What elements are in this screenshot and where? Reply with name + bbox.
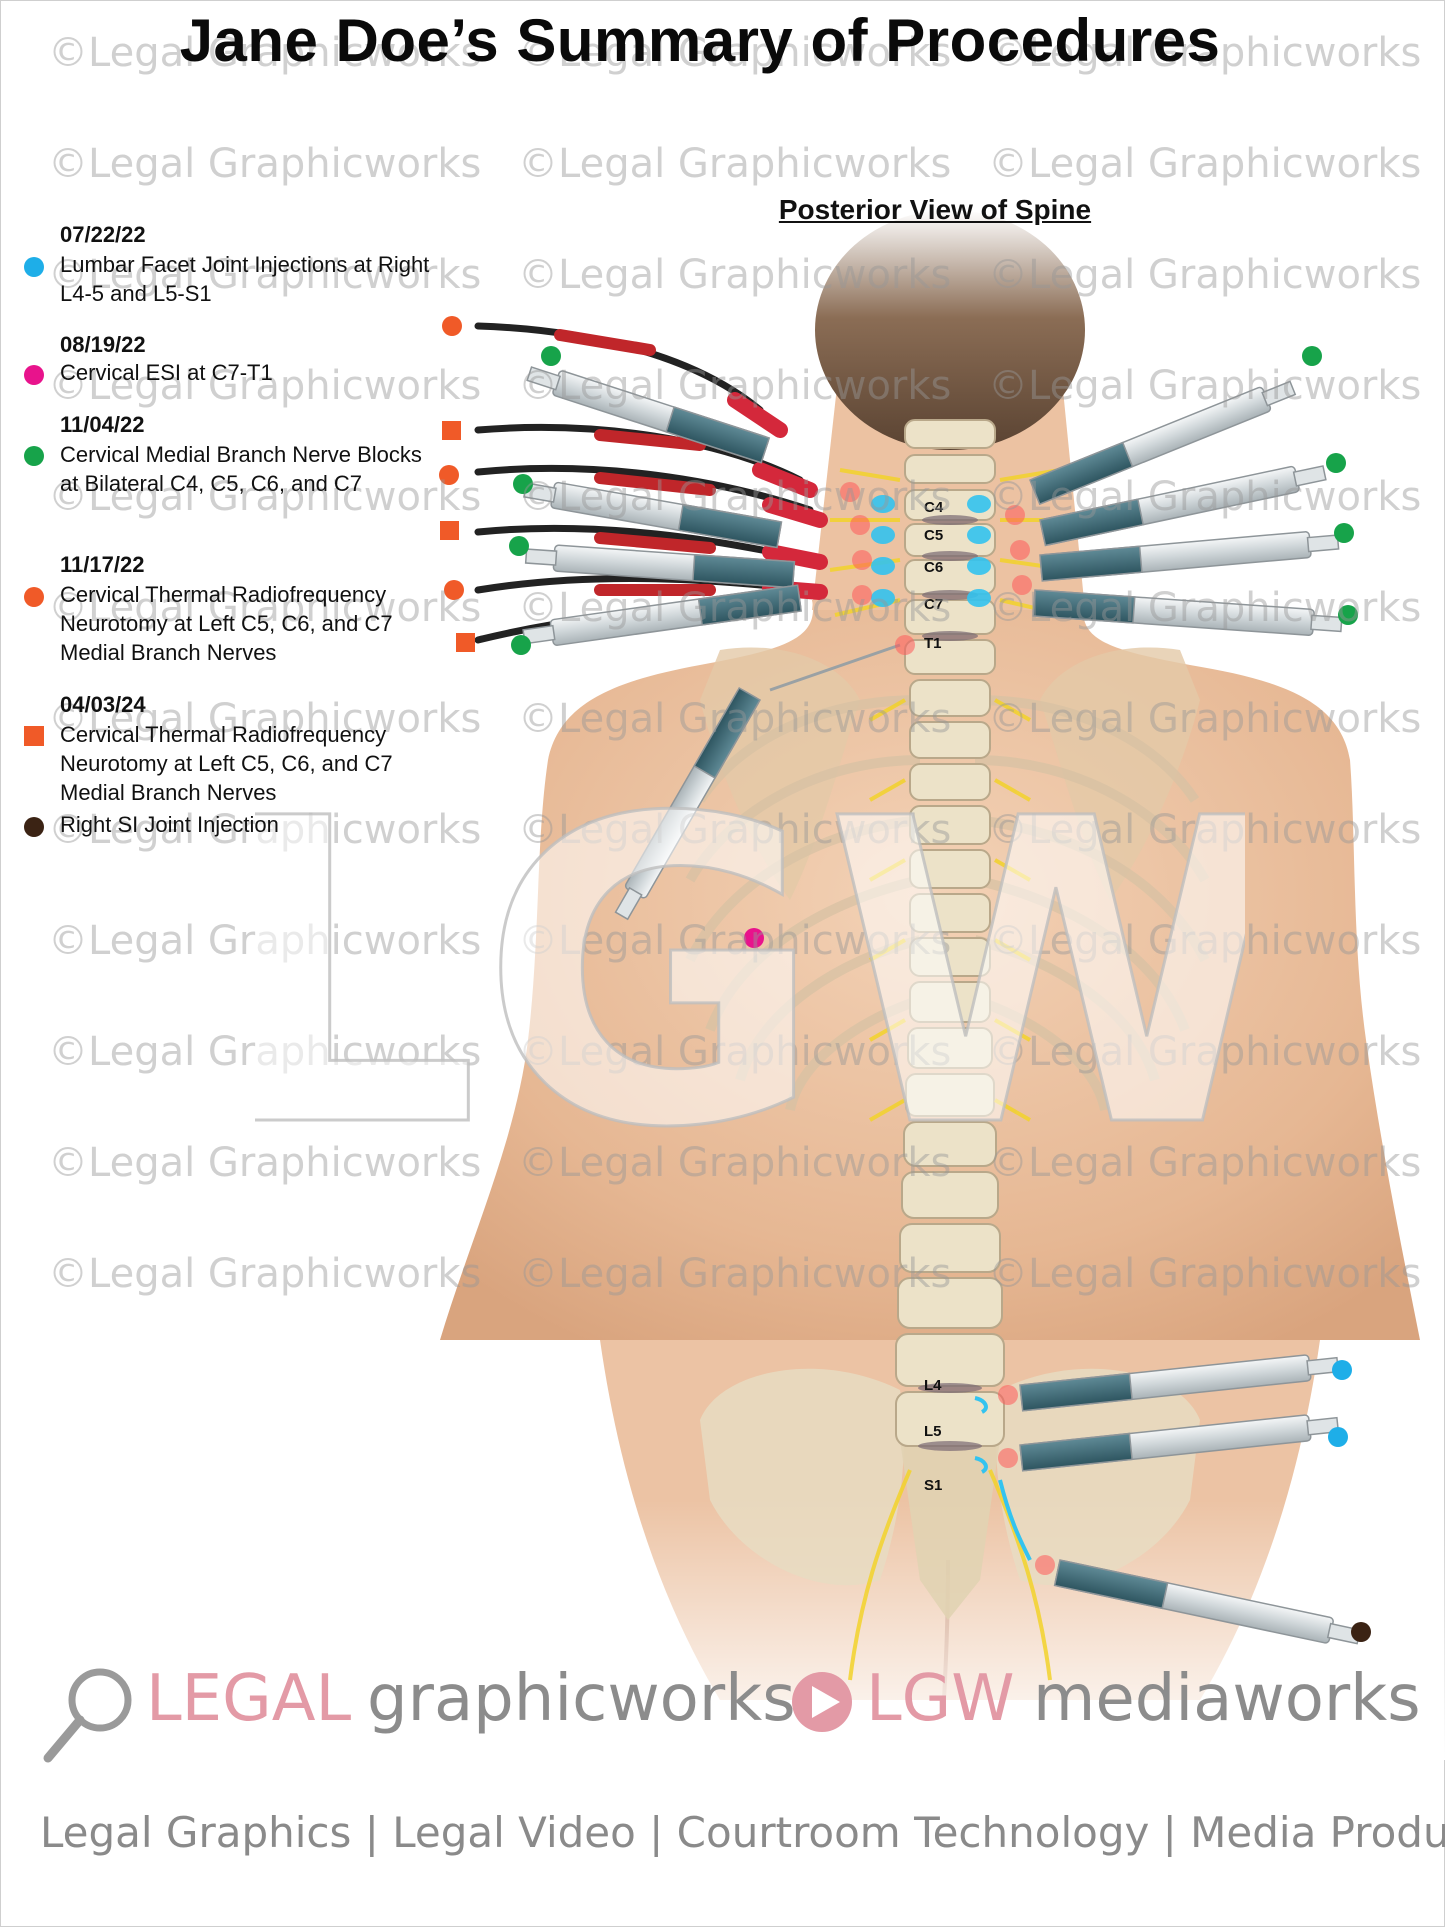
legend-date: 07/22/22	[60, 222, 146, 247]
label-s1: S1	[924, 1477, 942, 1494]
procedure-markers	[439, 316, 1371, 1642]
marker-mbb-left-3	[509, 536, 529, 556]
marker-rf-2022-1	[442, 316, 462, 336]
nerves	[829, 468, 1071, 1681]
brand-graphicworks: graphicworks	[367, 1662, 796, 1736]
discs	[918, 515, 982, 1451]
marker-rf-2022-3	[444, 580, 464, 600]
marker-facet-l4	[1332, 1360, 1352, 1380]
label-c6: C6	[924, 559, 943, 576]
facet-highlights-lumbar	[974, 1396, 1032, 1561]
marker-facet-l5	[1328, 1427, 1348, 1447]
syringes-right	[1029, 380, 1343, 636]
brand-lgw: LGW	[866, 1662, 1015, 1736]
marker-rf-2024-3	[456, 633, 475, 652]
footer-tagline: Legal Graphics | Legal Video | Courtroom…	[40, 1808, 1445, 1857]
green-circle-icon	[24, 446, 44, 466]
syringes-lumbar	[1019, 1354, 1361, 1645]
marker-esi	[744, 928, 764, 948]
marker-mbb-right-1	[1302, 346, 1322, 366]
legend-description: Right SI Joint Injection	[60, 812, 279, 837]
legend-description: Cervical ESI at C7-T1	[60, 360, 273, 385]
legend-description: Cervical Thermal Radiofrequency Neurotom…	[60, 582, 393, 665]
marker-rf-2024-2	[440, 521, 459, 540]
legend-date: 04/03/24	[60, 692, 146, 717]
facet-highlights-cervical	[871, 495, 991, 607]
blue-circle-icon	[24, 257, 44, 277]
brand-mediaworks: mediaworks	[1033, 1662, 1421, 1736]
marker-mbb-right-4	[1338, 605, 1358, 625]
marker-rf-2024-1	[442, 421, 461, 440]
brown-circle-icon	[24, 817, 44, 837]
view-subtitle: Posterior View of Spine	[778, 194, 1092, 225]
legend-description: Cervical Medial Branch Nerve Blocks at B…	[60, 442, 422, 496]
marker-mbb-right-2	[1326, 453, 1346, 473]
syringes-left	[522, 366, 803, 646]
legend-description: Lumbar Facet Joint Injections at Right L…	[60, 252, 430, 306]
marker-mbb-left-1	[541, 346, 561, 366]
legend-description: Cervical Thermal Radiofrequency Neurotom…	[60, 722, 393, 805]
right-scapula	[1040, 647, 1200, 900]
needle-tips	[840, 482, 1055, 1575]
play-icon	[792, 1672, 852, 1732]
marker-si-joint	[1351, 1622, 1371, 1642]
label-l4: L4	[924, 1377, 942, 1394]
orange-square-icon	[24, 726, 44, 746]
orange-circle-icon	[24, 587, 44, 607]
iliac-bones	[700, 1368, 1200, 1586]
label-t1: T1	[924, 635, 942, 652]
esi-syringe	[614, 643, 901, 921]
label-c5: C5	[924, 527, 943, 544]
brand-legal: LEGAL	[146, 1662, 352, 1736]
label-l5: L5	[924, 1423, 942, 1440]
label-c7: C7	[924, 596, 943, 613]
marker-rf-2022-2	[439, 465, 459, 485]
page-title: Jane Doe’s Summary of Procedures	[179, 7, 1221, 74]
sacrum	[900, 1440, 1000, 1620]
head-hair	[815, 210, 1085, 450]
legend-date: 08/19/22	[60, 332, 146, 357]
marker-mbb-left-2	[513, 474, 533, 494]
legend-date: 11/17/22	[60, 552, 145, 577]
marker-mbb-left-4	[511, 635, 531, 655]
label-c4: C4	[924, 499, 944, 516]
magnifier-icon	[43, 1668, 132, 1763]
footer-logo-icons	[43, 1668, 852, 1763]
magenta-circle-icon	[24, 365, 44, 385]
marker-mbb-right-3	[1334, 523, 1354, 543]
legend-date: 11/04/22	[60, 412, 145, 437]
